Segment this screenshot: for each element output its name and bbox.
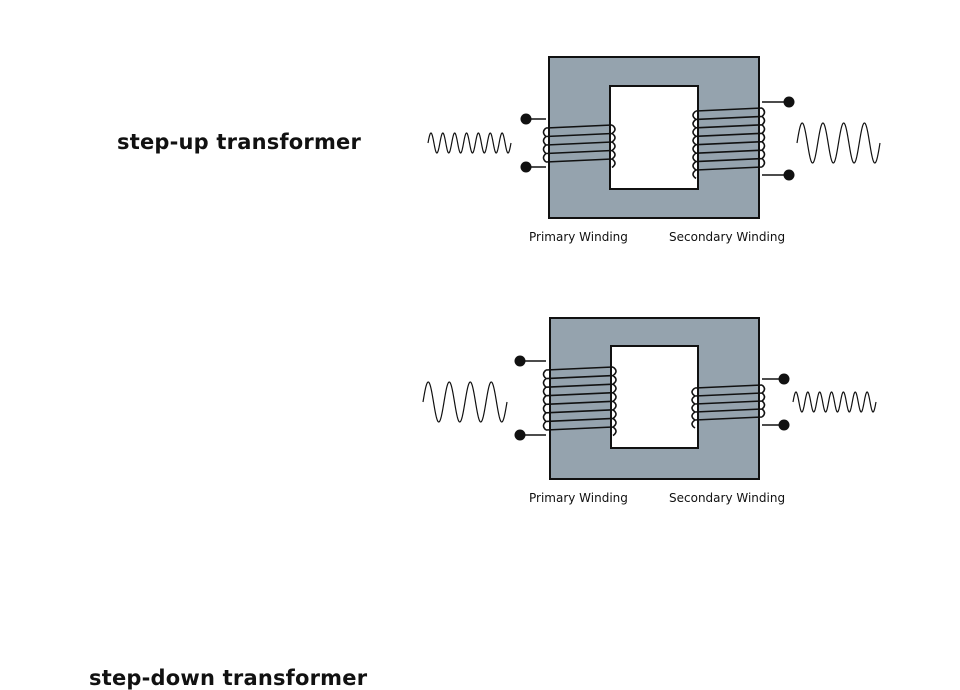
terminal-dot	[520, 161, 532, 173]
input-wave	[427, 132, 512, 154]
terminal-dot	[783, 169, 795, 181]
terminal-dot	[778, 373, 790, 385]
step-down-title: step-down transformer	[89, 666, 368, 690]
output-wave	[796, 122, 881, 164]
primary-winding	[520, 113, 616, 173]
secondary-winding-label: Secondary Winding	[669, 230, 785, 244]
winding-coil	[691, 384, 766, 429]
primary-winding-label: Primary Winding	[529, 491, 628, 505]
secondary-winding-label: Secondary Winding	[669, 491, 785, 505]
terminal-dot	[783, 96, 795, 108]
winding-coil	[542, 366, 617, 437]
step-up-panel: Primary Winding Secondary Winding step-u…	[0, 0, 960, 270]
core-window	[610, 345, 699, 449]
winding-coil	[692, 107, 766, 180]
primary-winding	[514, 355, 617, 441]
winding-coil	[542, 124, 616, 169]
core-window	[609, 85, 699, 190]
step-down-panel: Primary Winding Secondary Winding step-d…	[0, 270, 960, 690]
terminal-dot	[514, 355, 526, 367]
step-down-diagram: Primary Winding Secondary Winding	[422, 317, 877, 505]
secondary-winding	[691, 373, 790, 431]
terminal-dot	[514, 429, 526, 441]
output-wave	[792, 391, 877, 413]
terminal-dot	[778, 419, 790, 431]
terminal-dot	[520, 113, 532, 125]
primary-winding-label: Primary Winding	[529, 230, 628, 244]
step-up-title: step-up transformer	[117, 130, 362, 154]
input-wave	[422, 381, 508, 423]
step-up-diagram: Primary Winding Secondary Winding	[427, 56, 881, 244]
secondary-winding	[692, 96, 795, 181]
